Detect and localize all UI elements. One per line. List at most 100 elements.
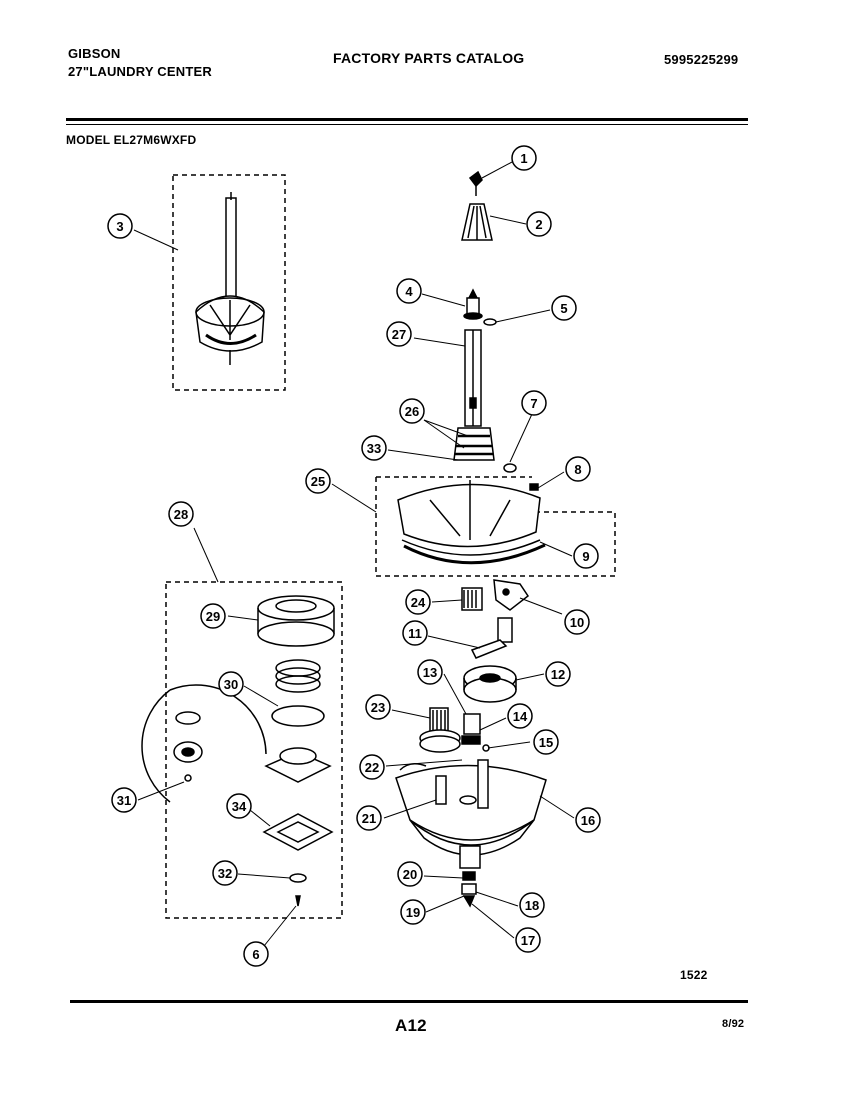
callout-2: 2 xyxy=(526,211,552,237)
svg-text:20: 20 xyxy=(403,867,417,882)
svg-text:5: 5 xyxy=(560,301,567,316)
small-gears-13-14-15 xyxy=(461,713,490,752)
gearcase-part-16 xyxy=(395,759,547,869)
washer-part-34 xyxy=(262,813,334,851)
callout-26: 26 xyxy=(399,398,425,424)
lower-fasteners-17-20 xyxy=(461,871,477,908)
callout-17: 17 xyxy=(515,927,541,953)
screw-part-1 xyxy=(468,170,483,196)
svg-text:21: 21 xyxy=(362,811,376,826)
callout-34: 34 xyxy=(226,793,252,819)
group-box-25 xyxy=(375,476,616,577)
gear-part-23 xyxy=(419,707,461,753)
svg-text:1: 1 xyxy=(520,151,527,166)
callout-30: 30 xyxy=(218,671,244,697)
callout-31: 31 xyxy=(111,787,137,813)
callout-28: 28 xyxy=(168,501,194,527)
callout-8: 8 xyxy=(565,456,591,482)
svg-text:11: 11 xyxy=(408,626,422,641)
pinion-part-24 xyxy=(461,587,483,611)
washer-part-32 xyxy=(289,873,307,907)
cap-part-2 xyxy=(461,203,493,241)
svg-text:4: 4 xyxy=(405,284,413,299)
model-label: MODEL EL27M6WXFD xyxy=(66,133,197,147)
agitator-assembly-part-3 xyxy=(195,192,265,365)
svg-text:24: 24 xyxy=(411,595,426,610)
svg-text:32: 32 xyxy=(218,866,232,881)
footer-rule xyxy=(70,1000,748,1003)
shaft-assembly xyxy=(453,288,497,461)
seal-part-29 xyxy=(257,595,335,647)
header-rule-bottom xyxy=(66,124,748,125)
callout-20: 20 xyxy=(397,861,423,887)
svg-text:25: 25 xyxy=(311,474,325,489)
svg-text:27: 27 xyxy=(392,327,406,342)
callout-11: 11 xyxy=(402,620,428,646)
group-box-28 xyxy=(165,581,343,919)
revision-date: 8/92 xyxy=(722,1018,745,1030)
bearing-block xyxy=(264,747,332,783)
svg-text:8: 8 xyxy=(574,462,581,477)
gear-part-12 xyxy=(463,665,517,703)
callout-29: 29 xyxy=(200,603,226,629)
svg-text:13: 13 xyxy=(423,665,437,680)
housing-top-part-25 xyxy=(397,463,546,565)
callout-9: 9 xyxy=(573,543,599,569)
callout-22: 22 xyxy=(359,754,385,780)
svg-text:30: 30 xyxy=(224,677,238,692)
svg-text:28: 28 xyxy=(174,507,188,522)
svg-text:26: 26 xyxy=(405,404,419,419)
callout-18: 18 xyxy=(519,892,545,918)
svg-text:29: 29 xyxy=(206,609,220,624)
svg-text:12: 12 xyxy=(551,667,565,682)
callout-6: 6 xyxy=(243,941,269,967)
callout-32: 32 xyxy=(212,860,238,886)
callout-27: 27 xyxy=(386,321,412,347)
svg-text:2: 2 xyxy=(535,217,542,232)
svg-text:19: 19 xyxy=(406,905,420,920)
callout-4: 4 xyxy=(396,278,422,304)
callout-33: 33 xyxy=(361,435,387,461)
svg-text:34: 34 xyxy=(232,799,247,814)
callout-16: 16 xyxy=(575,807,601,833)
catalog-title: FACTORY PARTS CATALOG xyxy=(333,50,525,66)
svg-text:9: 9 xyxy=(582,549,589,564)
cam-part-10 xyxy=(493,579,530,611)
svg-text:31: 31 xyxy=(117,793,131,808)
svg-text:23: 23 xyxy=(371,700,385,715)
detail-part-31 xyxy=(141,684,267,803)
callout-19: 19 xyxy=(400,899,426,925)
leader-lines xyxy=(133,161,575,947)
callout-10: 10 xyxy=(564,609,590,635)
svg-text:16: 16 xyxy=(581,813,595,828)
callout-5: 5 xyxy=(551,295,577,321)
callout-25: 25 xyxy=(305,468,331,494)
svg-text:14: 14 xyxy=(513,709,528,724)
drawing-number: 1522 xyxy=(680,968,708,982)
callout-1: 1 xyxy=(511,145,537,171)
callout-12: 12 xyxy=(545,661,571,687)
callout-23: 23 xyxy=(365,694,391,720)
header-rule-top xyxy=(66,118,748,121)
group-box-3 xyxy=(172,174,286,391)
callout-15: 15 xyxy=(533,729,559,755)
crank-part-11 xyxy=(470,617,513,659)
page-code: A12 xyxy=(395,1016,427,1035)
product-name: 27"LAUNDRY CENTER xyxy=(68,64,212,79)
svg-text:22: 22 xyxy=(365,760,379,775)
catalog-number: 5995225299 xyxy=(664,52,739,67)
callout-7: 7 xyxy=(521,390,547,416)
svg-text:15: 15 xyxy=(539,735,553,750)
spring-part-30 xyxy=(271,659,325,727)
svg-text:6: 6 xyxy=(252,947,259,962)
svg-text:3: 3 xyxy=(116,219,123,234)
callout-24: 24 xyxy=(405,589,431,615)
svg-text:17: 17 xyxy=(521,933,535,948)
callout-3: 3 xyxy=(107,213,133,239)
svg-text:18: 18 xyxy=(525,898,539,913)
svg-text:10: 10 xyxy=(570,615,584,630)
brand-name: GIBSON xyxy=(68,46,121,61)
svg-text:7: 7 xyxy=(530,396,537,411)
